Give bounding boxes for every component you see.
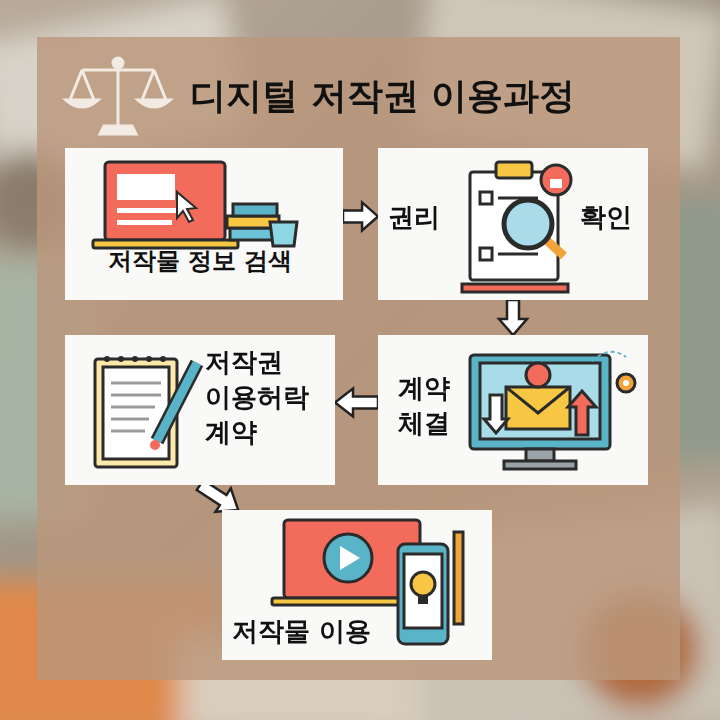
block-arrow [335,389,378,417]
search-laptop-icon [65,148,335,300]
box-label: 권리 [388,200,440,235]
diagram-title: 디지털 저작권 이용과정 [190,74,575,117]
process-box: 계약 체결 [378,335,648,485]
box-label: 저작물 이용 [232,614,371,649]
box-label: 저작물 정보 검색 [65,246,335,278]
process-box: 저작권 이용허락 계약 [65,335,335,485]
box-label: 저작권 이용허락 계약 [205,345,317,450]
box-label: 확인 [580,200,632,235]
box-label: 계약 체결 [398,371,476,441]
process-box: 저작물 정보 검색 [65,148,343,300]
process-box: 권리 확인 [378,148,648,300]
process-box: 저작물 이용 [222,510,492,660]
block-arrow [499,300,527,335]
scale-icon [66,58,170,134]
tint-panel [37,37,680,680]
block-arrow [343,202,378,230]
